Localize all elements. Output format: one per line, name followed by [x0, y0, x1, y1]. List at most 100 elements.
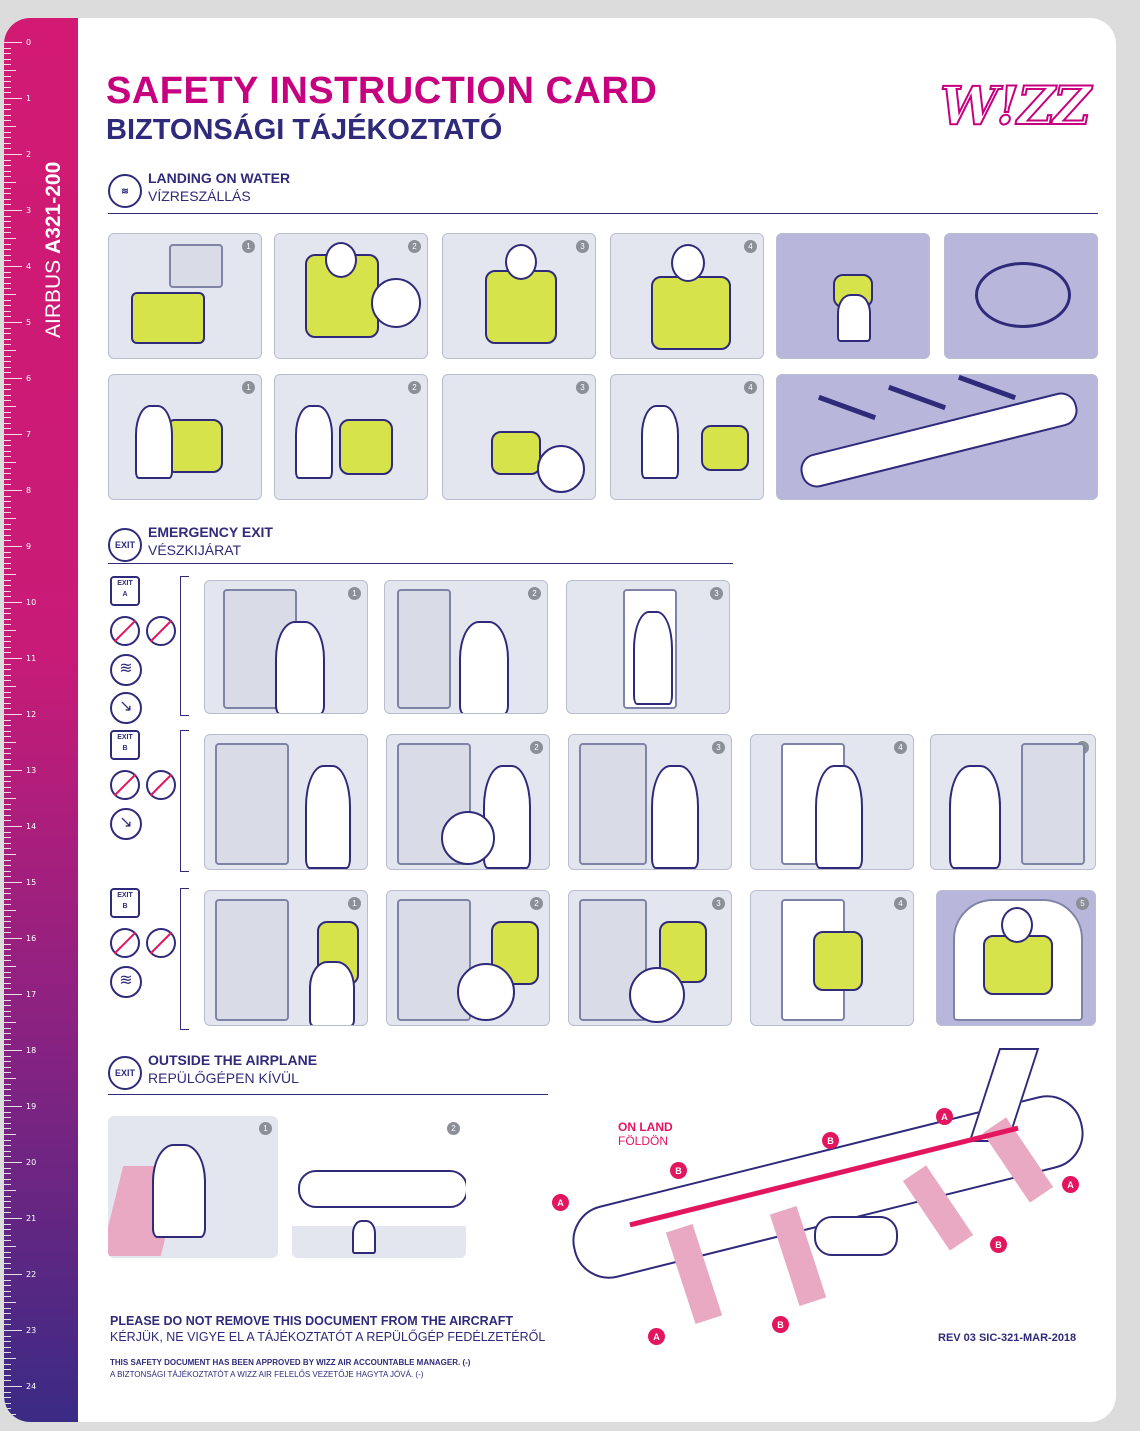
ruler-minor-tick [4, 1117, 11, 1119]
ruler-number: 4 [26, 262, 32, 271]
ruler-minor-tick [4, 1061, 11, 1063]
door-illustration [397, 743, 471, 865]
panel-infant-vest-1: 1 [108, 374, 262, 500]
step-number: 3 [712, 741, 725, 754]
ruler-number: 1 [26, 94, 32, 103]
adult-seated [641, 405, 679, 479]
ruler-minor-tick [4, 596, 11, 598]
ruler-minor-tick [4, 893, 11, 895]
exit-badge-b: B [990, 1236, 1007, 1253]
ruler-minor-tick [4, 316, 11, 318]
ruler-tick [4, 546, 22, 547]
panel-exit-b-water-4: 4 [750, 890, 914, 1026]
ruler-minor-tick [4, 439, 11, 441]
ruler-minor-tick [4, 215, 11, 217]
ruler-minor-tick [4, 1369, 11, 1371]
ruler-minor-tick [4, 450, 11, 452]
ruler-minor-tick [4, 775, 11, 777]
ruler-minor-tick [4, 350, 16, 351]
door-illustration [1021, 743, 1085, 865]
ruler-minor-tick [4, 81, 11, 83]
exit-badge-a: A [648, 1328, 665, 1345]
ruler-minor-tick [4, 1173, 11, 1175]
ruler-minor-tick [4, 333, 11, 335]
step-number: 2 [530, 741, 543, 754]
panel-exit-a-1: 1 [204, 580, 368, 714]
ruler-minor-tick [4, 506, 11, 508]
ruler-minor-tick [4, 1038, 11, 1040]
passenger [152, 1144, 206, 1238]
ruler-number: 16 [26, 934, 37, 943]
ruler-minor-tick [4, 646, 11, 648]
panel-exit-a-3: 3 [566, 580, 730, 714]
panel-exit-b-water-5: 5 [936, 890, 1096, 1026]
ruler-tick [4, 266, 22, 267]
ruler-minor-tick [4, 338, 11, 340]
ruler-minor-tick [4, 361, 11, 363]
ruler-minor-tick [4, 422, 11, 424]
ruler-minor-tick [4, 613, 11, 615]
ruler-minor-tick [4, 260, 11, 262]
ruler-minor-tick [4, 366, 11, 368]
ruler-minor-tick [4, 1167, 11, 1169]
ruler-minor-tick [4, 943, 11, 945]
ruler-number: 19 [26, 1102, 37, 1111]
ruler-minor-tick [4, 103, 11, 105]
ruler-tick [4, 938, 22, 939]
ruler-number: 13 [26, 766, 37, 775]
ruler-number: 6 [26, 374, 32, 383]
ruler-minor-tick [4, 1229, 11, 1231]
ruler-minor-tick [4, 1234, 11, 1236]
do-not-remove-hu: KÉRJÜK, NE VIGYE EL A TÁJÉKOZTATÓT A REP… [110, 1330, 546, 1344]
ruler-minor-tick [4, 47, 11, 49]
ruler-minor-tick [4, 232, 11, 234]
group-circle-illustration [975, 262, 1071, 328]
ruler-minor-tick [4, 652, 11, 654]
ruler-minor-tick [4, 1100, 11, 1102]
ruler-minor-tick [4, 753, 11, 755]
detail-circle [629, 967, 685, 1023]
water-icon: ≋ [110, 966, 142, 998]
ruler-minor-tick [4, 607, 11, 609]
ruler-minor-tick [4, 747, 11, 749]
panel-infant-vest-4: 4 [610, 374, 764, 500]
door-illustration [215, 743, 289, 865]
ruler-minor-tick [4, 1150, 11, 1152]
ruler-minor-tick [4, 999, 11, 1001]
ruler-minor-tick [4, 137, 11, 139]
ruler-minor-tick [4, 75, 11, 77]
panel-exit-a-2: 2 [384, 580, 548, 714]
infant-vest-illustration [491, 431, 541, 475]
ruler-minor-tick [4, 674, 11, 676]
ruler-minor-tick [4, 406, 16, 407]
ruler-minor-tick [4, 1408, 11, 1410]
detail-circle [441, 811, 495, 865]
ruler-minor-tick [4, 1184, 11, 1186]
ruler-minor-tick [4, 249, 11, 251]
ruler-minor-tick [4, 635, 11, 637]
panel-exit-b-water-1: 1 [204, 890, 368, 1026]
ruler-minor-tick [4, 1414, 16, 1415]
step-number: 1 [348, 587, 361, 600]
ruler-minor-tick [4, 288, 11, 290]
ruler-minor-tick [4, 1302, 16, 1303]
approval-note-hu: A BIZTONSÁGI TÁJÉKOZTATÓT A WIZZ AIR FEL… [110, 1370, 424, 1379]
ruler-minor-tick [4, 798, 16, 799]
ruler-minor-tick [4, 114, 11, 116]
ruler-minor-tick [4, 126, 16, 127]
ruler-minor-tick [4, 1419, 11, 1421]
ruler-tick [4, 658, 22, 659]
ruler-tick [4, 1218, 22, 1219]
ruler-minor-tick [4, 148, 11, 150]
step-number: 4 [894, 897, 907, 910]
ruler-tick [4, 1274, 22, 1275]
infant-vest-illustration [701, 425, 749, 471]
ruler-tick [4, 602, 22, 603]
ruler-minor-tick [4, 1341, 11, 1343]
ruler-minor-tick [4, 534, 11, 536]
passenger-head [325, 242, 357, 278]
ruler-number: 5 [26, 318, 32, 327]
ruler-minor-tick [4, 982, 11, 984]
ruler-minor-tick [4, 1240, 11, 1242]
exit-badge-a: A [936, 1108, 953, 1125]
